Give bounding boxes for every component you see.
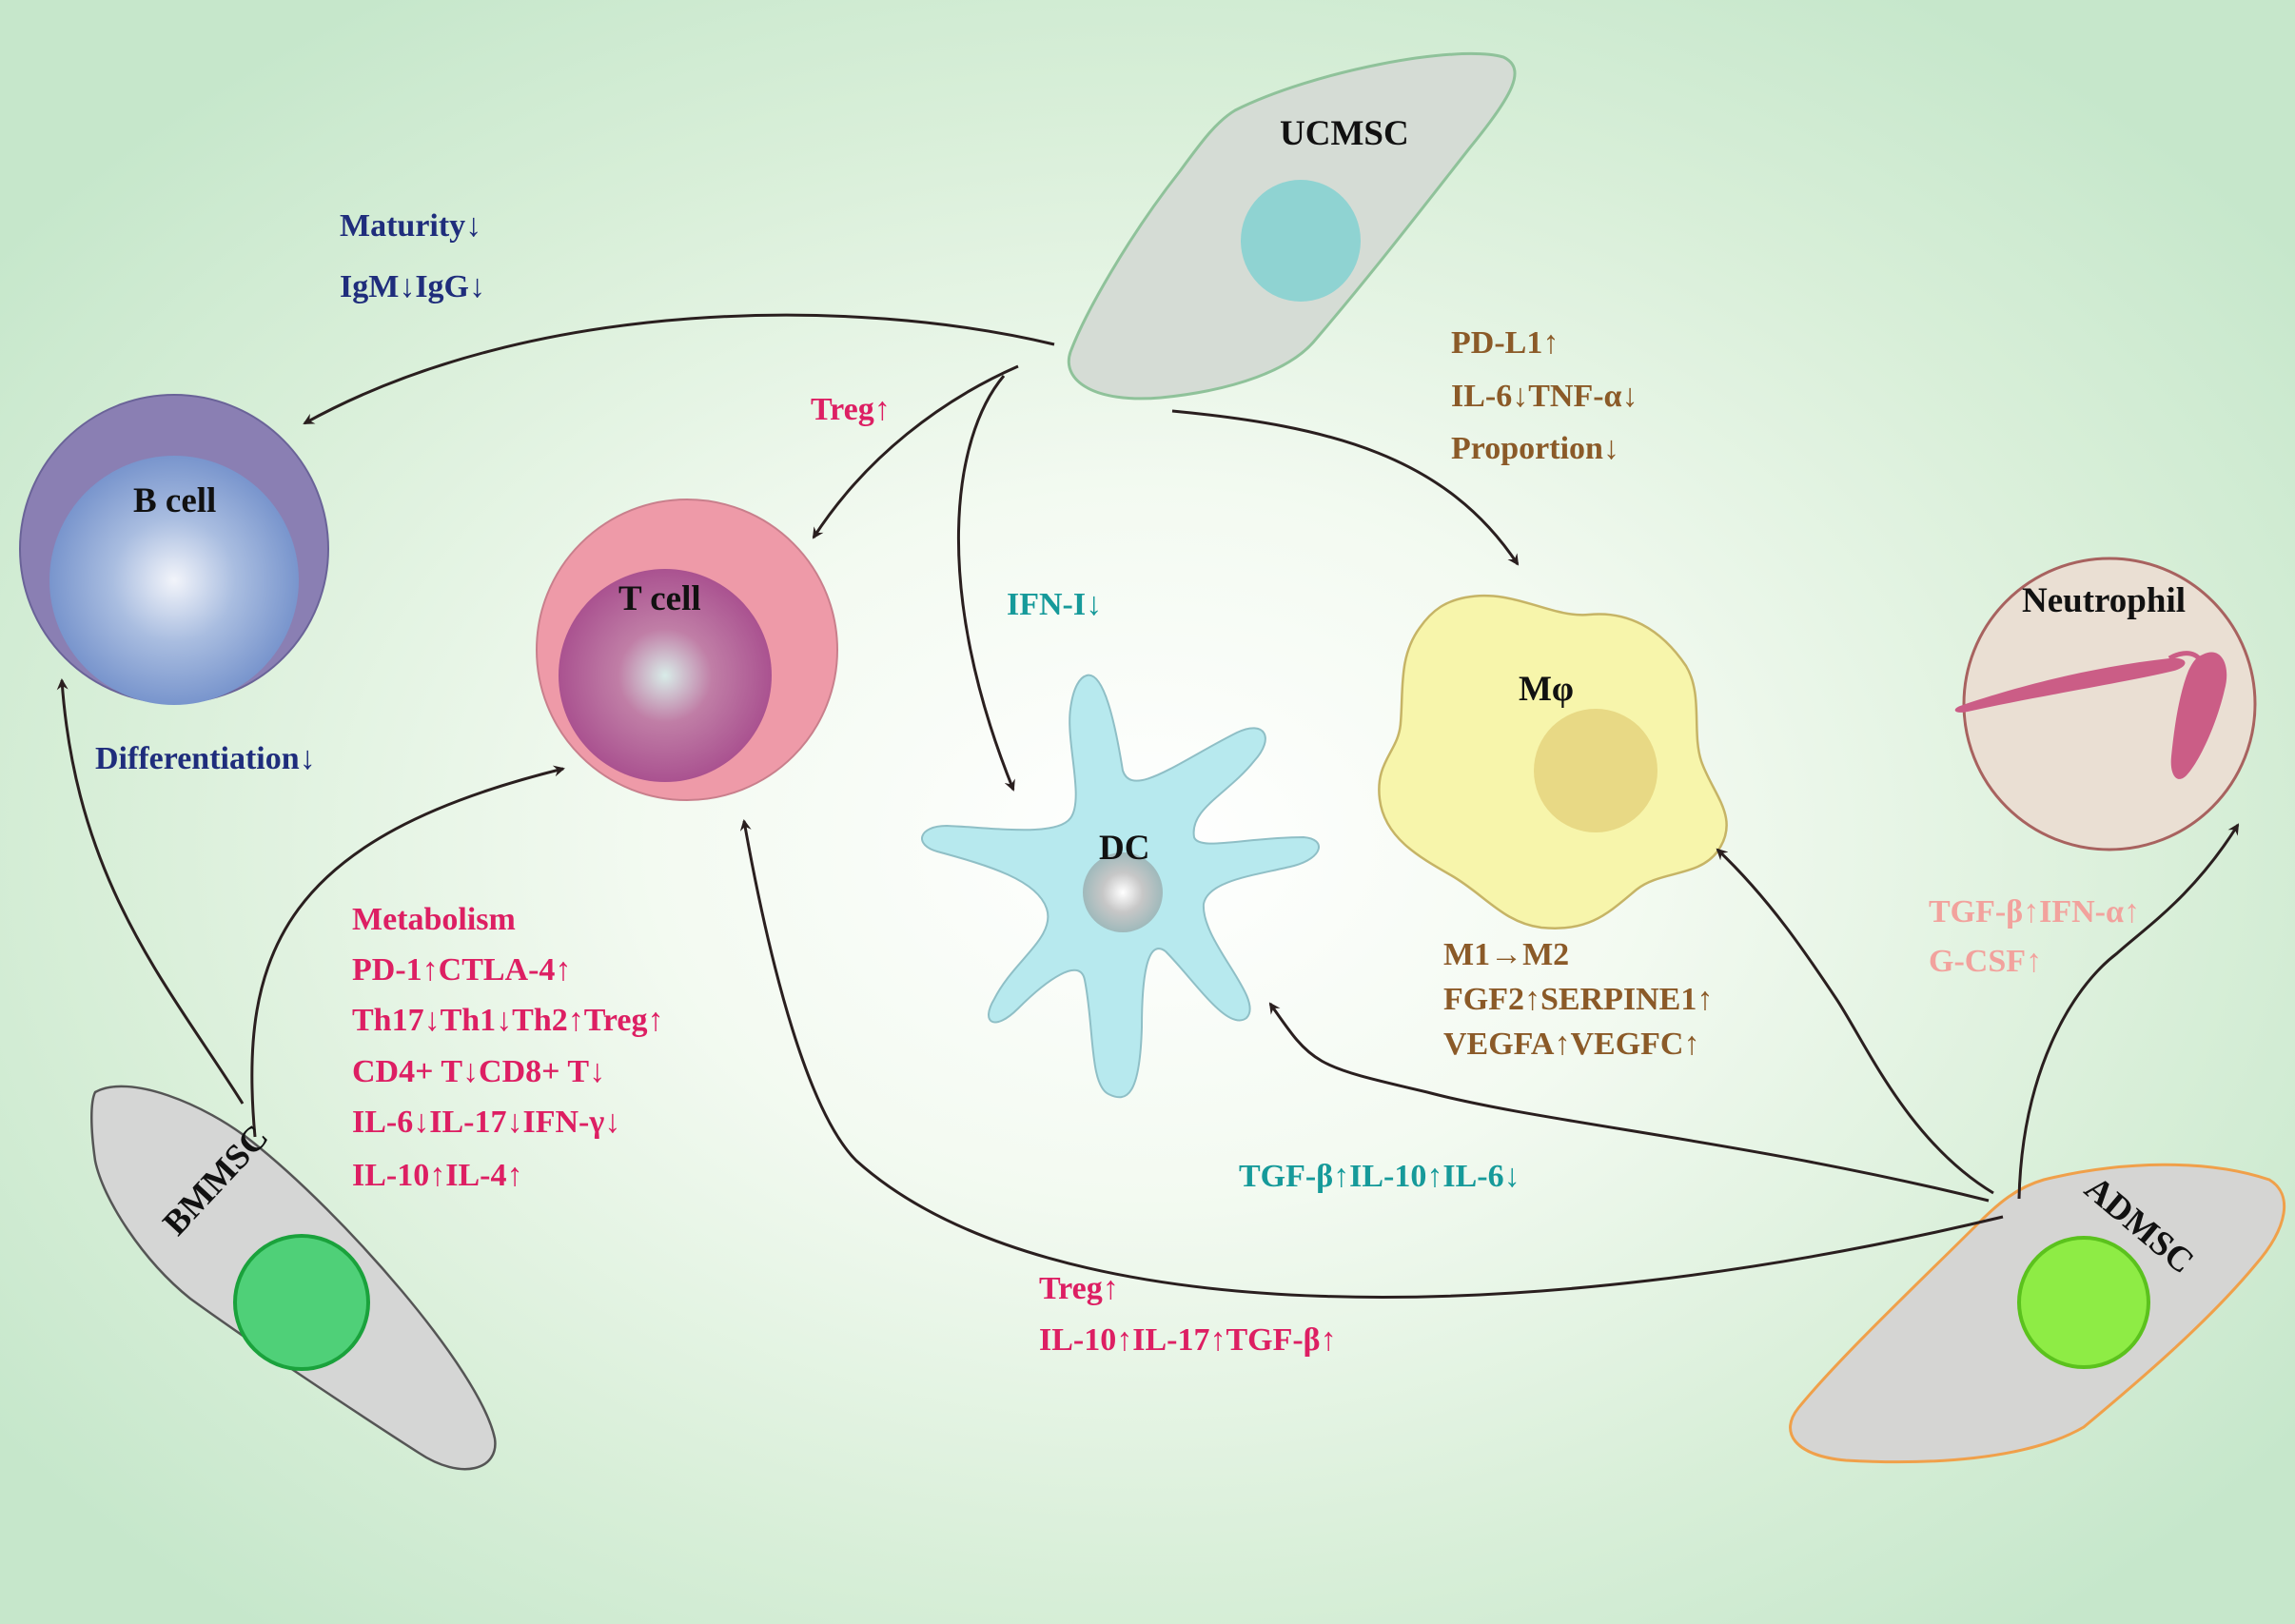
b-cell-immunoglobulin-text: IgM↓IgG↓ <box>340 269 485 304</box>
t-cell-bmmsc-text-4: CD4+ T↓CD8+ T↓ <box>352 1054 606 1089</box>
t-cell-bmmsc-text-5: IL-6↓IL-17↓IFN-γ↓ <box>352 1105 621 1140</box>
ucmsc-label: UCMSC <box>1280 114 1409 153</box>
arrows <box>56 313 2240 1299</box>
t-cell-bmmsc-text-2: PD-1↑CTLA-4↑ <box>352 952 572 988</box>
arrow-admsc-to-dc <box>1268 1002 1990 1203</box>
arrow-admsc-to-neutrophil <box>2017 823 2240 1200</box>
arrow-ucmsc-to-b-cell <box>303 313 1055 425</box>
t-cell <box>536 499 838 801</box>
bmmsc-cell <box>90 1085 497 1471</box>
arrow-ucmsc-to-macrophage <box>1171 409 1520 566</box>
t-cell-bmmsc-text-1: Metabolism <box>352 902 516 937</box>
arrow-ucmsc-to-dc <box>957 375 1015 792</box>
neutrophil-cell <box>1954 557 2257 851</box>
dc-cell <box>921 674 1320 1099</box>
neutrophil-cytokine-text: TGF-β↑IFN-α↑ <box>1929 894 2140 929</box>
macrophage-polarization-text: M1→M2 <box>1443 937 1570 972</box>
b-cell <box>19 394 329 705</box>
neutrophil-label: Neutrophil <box>2022 581 2187 620</box>
macrophage-pdl1-text: PD-L1↑ <box>1451 325 1559 361</box>
macrophage-label: Mφ <box>1519 670 1575 709</box>
ucmsc-cell <box>1067 51 1517 401</box>
admsc-cell <box>1789 1163 2285 1464</box>
arrow-admsc-to-t-cell <box>739 819 2004 1299</box>
neutrophil-gcsf-text: G-CSF↑ <box>1929 944 2042 979</box>
macrophage-vegf-text: VEGFA↑VEGFC↑ <box>1443 1027 1700 1062</box>
t-cell-bmmsc-text-6: IL-10↑IL-4↑ <box>352 1158 523 1193</box>
b-cell-maturity-text: Maturity↓ <box>340 208 482 244</box>
t-cell-label: T cell <box>618 579 701 618</box>
arrow-bmmsc-to-t-cell <box>250 765 565 1138</box>
dc-ifn-text: IFN-I↓ <box>1007 587 1103 622</box>
t-cell-admsc-treg-text: Treg↑ <box>1039 1271 1119 1306</box>
arrow-ucmsc-to-t-cell <box>812 364 1019 539</box>
macrophage-cell <box>1378 594 1728 930</box>
t-cell-treg-text: Treg↑ <box>811 392 891 427</box>
macrophage-proportion-text: Proportion↓ <box>1451 431 1619 466</box>
t-cell-bmmsc-text-3: Th17↓Th1↓Th2↑Treg↑ <box>352 1003 664 1038</box>
t-cell-admsc-cytokine-text: IL-10↑IL-17↑TGF-β↑ <box>1039 1322 1337 1358</box>
macrophage-growth-factor-text: FGF2↑SERPINE1↑ <box>1443 982 1714 1017</box>
dc-label: DC <box>1099 829 1150 868</box>
b-cell-differentiation-text: Differentiation↓ <box>95 741 316 776</box>
dc-admsc-text: TGF-β↑IL-10↑IL-6↓ <box>1239 1159 1520 1194</box>
b-cell-label: B cell <box>133 481 217 520</box>
macrophage-cytokine-text: IL-6↓TNF-α↓ <box>1451 379 1638 414</box>
arrow-bmmsc-to-b-cell <box>56 678 245 1105</box>
arrow-admsc-to-macrophage <box>1716 848 1994 1195</box>
